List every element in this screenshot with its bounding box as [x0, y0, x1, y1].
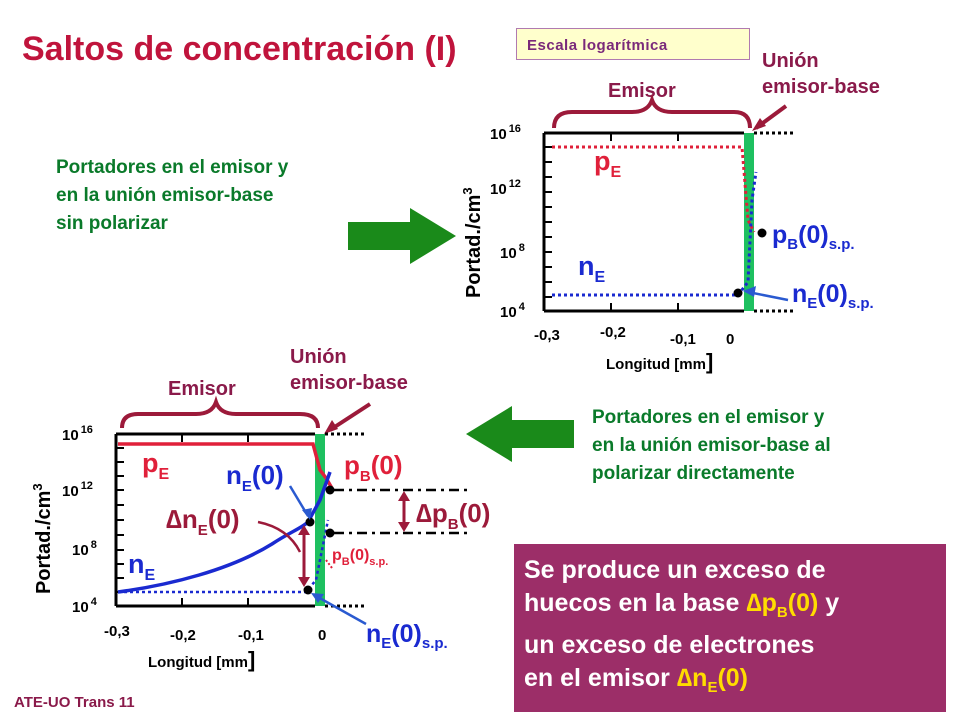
bottom-pB0-dot — [325, 485, 335, 495]
top-x-tick-label: 0 — [726, 331, 734, 348]
bottom-nE-sp-label: nE(0)s.p. — [366, 620, 448, 652]
footer-label: ATE-UO Trans 11 — [14, 694, 135, 711]
top-junction-arrowhead — [752, 118, 766, 131]
bottom-pB-sp-curve — [325, 559, 333, 569]
top-nE-label: nE — [578, 251, 606, 286]
top-emitter-brace — [552, 93, 752, 129]
bottom-nE0-dot — [305, 517, 315, 527]
page-title: Saltos de concentración (I) — [22, 30, 457, 68]
bottom-nE0-label: nE(0) — [226, 460, 284, 495]
bottom-x-tick-label: 0 — [318, 627, 326, 644]
bottom-dnE-pointer — [257, 520, 302, 553]
bottom-emitter-brace — [120, 395, 320, 429]
bottom-junction-arrowhead — [324, 420, 338, 434]
top-nE-sp-arrowhead — [743, 286, 756, 297]
bottom-x-tick-label: -0,3 — [104, 623, 130, 640]
top-x-tick-marks — [610, 133, 679, 311]
bottom-dpB-arrowhead-up — [398, 491, 410, 501]
top-pE-label: pE — [594, 146, 622, 181]
bottom-x-tick-marks — [181, 434, 249, 606]
bottom-nE-sp-pointer — [315, 594, 367, 626]
scale-note: Escala logarítmica — [516, 28, 750, 60]
conclusion-box: Se produce un exceso de huecos en la bas… — [514, 544, 946, 712]
bottom-nE-sp-dot — [303, 585, 313, 595]
top-emitter-label: Emisor — [608, 80, 676, 102]
bottom-pB-sp-dot — [325, 528, 335, 538]
top-x-tick-label: -0,1 — [670, 331, 696, 348]
bottom-x-tick-label: -0,2 — [170, 627, 196, 644]
bottom-junction-band — [315, 434, 325, 606]
bottom-pB-sp-label: pB(0)s.p. — [332, 547, 388, 568]
bottom-junction-pointer — [328, 402, 372, 432]
bottom-dnE-arrowhead-up — [298, 525, 310, 535]
bottom-dnE0-label: ∆nE(0) — [166, 504, 240, 539]
bottom-pB0-label: pB(0) — [344, 450, 403, 485]
top-y-tick-marks — [544, 146, 552, 298]
right-arrow-icon — [348, 208, 456, 264]
bottom-x-tick-label: -0,1 — [238, 627, 264, 644]
bottom-dpB-arrowhead-down — [398, 522, 410, 532]
top-pB-sp-dot — [757, 228, 767, 238]
top-nE-sp-pointer — [747, 290, 789, 302]
bottom-nE-label: nE — [128, 549, 156, 584]
top-x-axis-label: Longitud [mm] — [606, 349, 713, 374]
top-junction-label: Unión emisor-base — [762, 50, 880, 98]
bottom-dnE-arrowhead-down — [298, 577, 310, 587]
bottom-dpB0-label: ∆pB(0) — [416, 498, 490, 533]
top-x-tick-label: -0,3 — [534, 327, 560, 344]
bottom-y-axis-label: Portad./cm3 — [30, 483, 55, 594]
top-description: Portadores en el emisor y en la unión em… — [56, 157, 289, 234]
bottom-description: Portadores en el emisor y en la unión em… — [592, 407, 831, 484]
bottom-x-axis-label: Longitud [mm] — [148, 647, 255, 672]
top-pB-sp-label: pB(0)s.p. — [772, 221, 855, 253]
bottom-nE0-arrowhead — [302, 508, 312, 520]
bottom-pE-label: pE — [142, 448, 170, 483]
top-y-axis-label: Portad./cm3 — [460, 187, 485, 298]
bottom-junction-label: Unión emisor-base — [290, 346, 408, 394]
top-x-tick-label: -0,2 — [600, 324, 626, 341]
top-nE-sp-dot — [733, 288, 743, 298]
bottom-emitter-label: Emisor — [168, 378, 236, 400]
top-nE-sp-label: nE(0)s.p. — [792, 280, 874, 312]
bottom-nE-sp-arrowhead — [311, 593, 324, 603]
left-arrow-icon — [466, 406, 574, 462]
bottom-pE-curve — [118, 442, 328, 480]
